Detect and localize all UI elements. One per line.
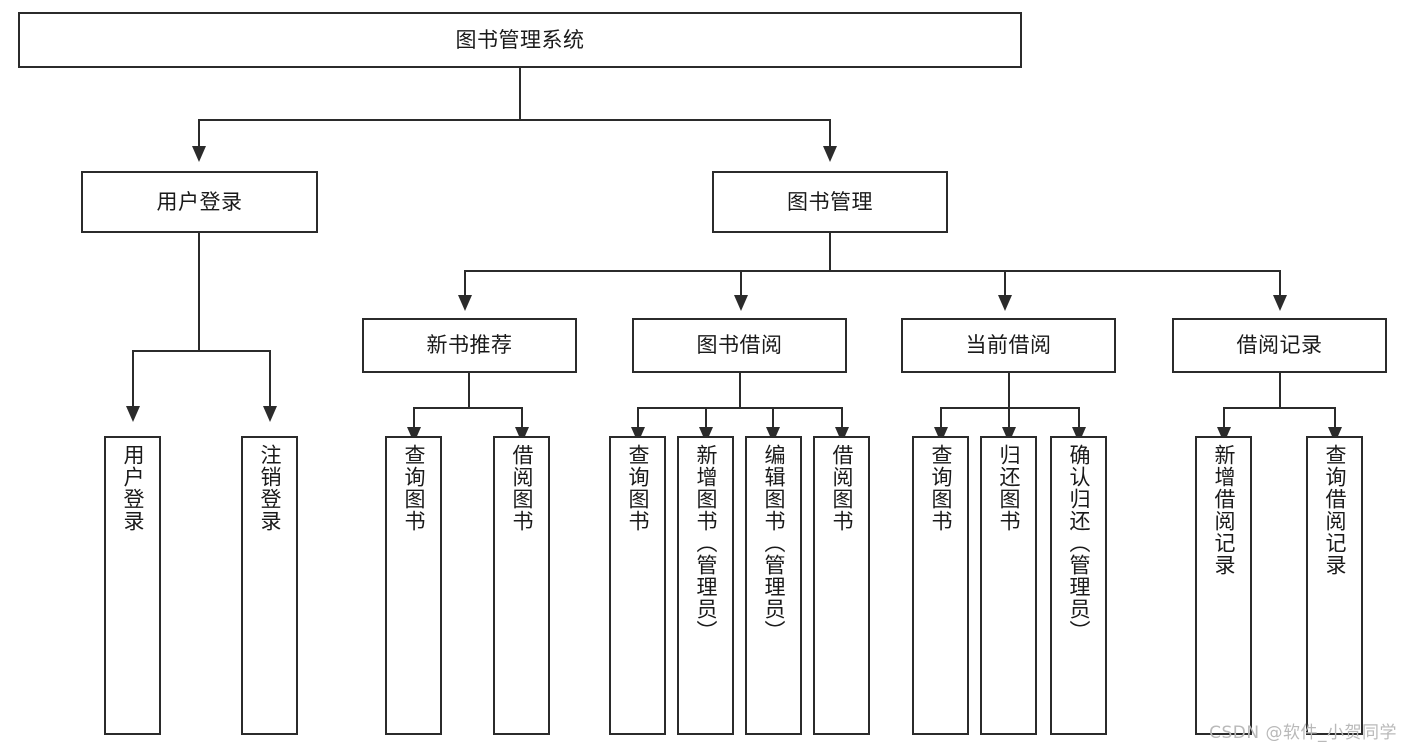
node-label: 查询图书 [402,444,426,532]
node-label: 用户登录 [121,444,145,532]
leaf-edit-book-admin[interactable]: 编辑图书（管理员） [745,436,802,735]
node-label: 当前借阅 [965,333,1052,358]
arrow-to-leaf-logout [263,406,277,422]
arrow-to-new-book-recommend [458,295,472,311]
node-book-borrow[interactable]: 图书借阅 [632,318,847,373]
node-label: 查询图书 [626,444,650,532]
node-label: 图书管理系统 [455,27,585,52]
connector-book-management-stem [829,233,831,271]
arrow-to-borrow-record [1273,295,1287,311]
connector-borrow-record-stem [1279,373,1281,408]
node-label: 编辑图书（管理员） [762,444,786,642]
connector-user-login-drop-2 [269,350,271,407]
leaf-user-login[interactable]: 用户登录 [104,436,161,735]
connector-book-borrow-stem [739,373,741,408]
connector-current-borrow-drop-1 [940,407,942,428]
arrow-to-current-borrow [998,295,1012,311]
node-new-book-recommend[interactable]: 新书推荐 [362,318,577,373]
connector-level1-drop-2 [829,119,831,147]
connector-new-book-drop-2 [521,407,523,428]
node-label: 借阅图书 [510,444,534,532]
connector-level1-bus [198,119,830,121]
connector-level2-bus [464,270,1280,272]
leaf-borrow-book-recommend[interactable]: 借阅图书 [493,436,550,735]
leaf-borrow-book[interactable]: 借阅图书 [813,436,870,735]
node-label: 新书推荐 [426,333,513,358]
leaf-query-borrow-record[interactable]: 查询借阅记录 [1306,436,1363,735]
connector-current-borrow-stem [1008,373,1010,408]
leaf-query-book-borrow[interactable]: 查询图书 [609,436,666,735]
leaf-query-book-recommend[interactable]: 查询图书 [385,436,442,735]
connector-current-borrow-drop-2 [1008,407,1010,428]
connector-borrow-record-bus [1223,407,1336,409]
node-label: 新增借阅记录 [1212,444,1236,576]
node-current-borrow[interactable]: 当前借阅 [901,318,1116,373]
connector-current-borrow-bus [940,407,1080,409]
node-book-management[interactable]: 图书管理 [712,171,948,233]
connector-user-login-bus [132,350,270,352]
watermark: CSDN @软件_小贺同学 [1209,723,1397,743]
leaf-return-book[interactable]: 归还图书 [980,436,1037,735]
connector-current-borrow-drop-3 [1078,407,1080,428]
connector-level2-drop-1 [464,270,466,296]
node-user-login[interactable]: 用户登录 [81,171,318,233]
connector-new-book-stem [468,373,470,408]
connector-book-borrow-drop-1 [637,407,639,428]
node-label: 借阅图书 [830,444,854,532]
node-label: 查询图书 [929,444,953,532]
connector-book-borrow-drop-4 [841,407,843,428]
node-label: 用户登录 [156,189,243,214]
connector-new-book-drop-1 [413,407,415,428]
node-label: 图书借阅 [696,333,783,358]
node-label: 确认归还（管理员） [1067,444,1091,642]
node-label: 归还图书 [997,444,1021,532]
leaf-add-borrow-record[interactable]: 新增借阅记录 [1195,436,1252,735]
arrow-to-book-borrow [734,295,748,311]
node-label: 借阅记录 [1236,333,1323,358]
connector-level2-drop-3 [1004,270,1006,296]
connector-borrow-record-drop-2 [1334,407,1336,428]
connector-new-book-bus [413,407,523,409]
node-label: 图书管理 [787,189,873,214]
connector-level2-drop-4 [1279,270,1281,296]
node-label: 注销登录 [258,444,282,532]
connector-root-stem [519,68,521,120]
connector-level2-drop-2 [740,270,742,296]
leaf-logout[interactable]: 注销登录 [241,436,298,735]
node-root-book-management-system[interactable]: 图书管理系统 [18,12,1022,68]
leaf-query-book-current[interactable]: 查询图书 [912,436,969,735]
connector-level1-drop-1 [198,119,200,147]
connector-borrow-record-drop-1 [1223,407,1225,428]
arrow-to-leaf-user-login [126,406,140,422]
connector-book-borrow-drop-2 [705,407,707,428]
connector-book-borrow-bus [637,407,843,409]
arrow-to-user-login [192,146,206,162]
connector-user-login-drop-1 [132,350,134,407]
arrow-to-book-management [823,146,837,162]
node-label: 查询借阅记录 [1323,444,1347,576]
node-label: 新增图书（管理员） [694,444,718,642]
node-borrow-record[interactable]: 借阅记录 [1172,318,1387,373]
connector-book-borrow-drop-3 [772,407,774,428]
connector-user-login-stem [198,233,200,351]
leaf-add-book-admin[interactable]: 新增图书（管理员） [677,436,734,735]
leaf-confirm-return-admin[interactable]: 确认归还（管理员） [1050,436,1107,735]
